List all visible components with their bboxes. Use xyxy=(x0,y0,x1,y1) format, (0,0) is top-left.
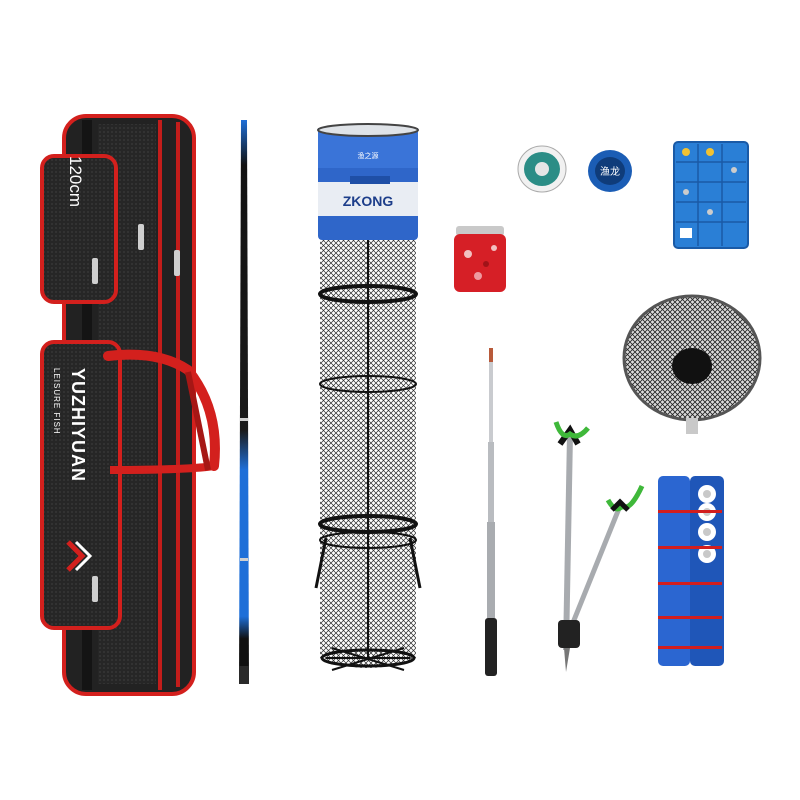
telescopic-pole xyxy=(480,348,502,678)
rod-holder xyxy=(548,410,648,676)
rod-bag xyxy=(38,110,223,700)
line-spool-left xyxy=(516,144,568,194)
landing-net xyxy=(620,292,764,440)
bag-brand-sub: LEISURE FISH xyxy=(52,368,61,435)
rig-board xyxy=(656,474,726,670)
tackle-box xyxy=(672,140,750,250)
bait-jar xyxy=(452,224,508,294)
line-spool-right: 渔龙 xyxy=(586,148,634,194)
bag-brand-name: YUZHIYUAN xyxy=(68,368,88,482)
keep-net-band-text: 渔之源 xyxy=(358,151,379,160)
keep-net-brand: ZKONG xyxy=(343,193,394,209)
line-spool-label: 渔龙 xyxy=(600,165,620,178)
fishing-rod xyxy=(234,118,254,686)
bag-brand-label: YUZHIYUAN LEISURE FISH xyxy=(46,360,88,570)
keep-net: ZKONG 渔之源 xyxy=(306,118,430,680)
bag-size-text: 120cm xyxy=(66,156,85,207)
bag-size-label: 120cm xyxy=(46,150,85,240)
